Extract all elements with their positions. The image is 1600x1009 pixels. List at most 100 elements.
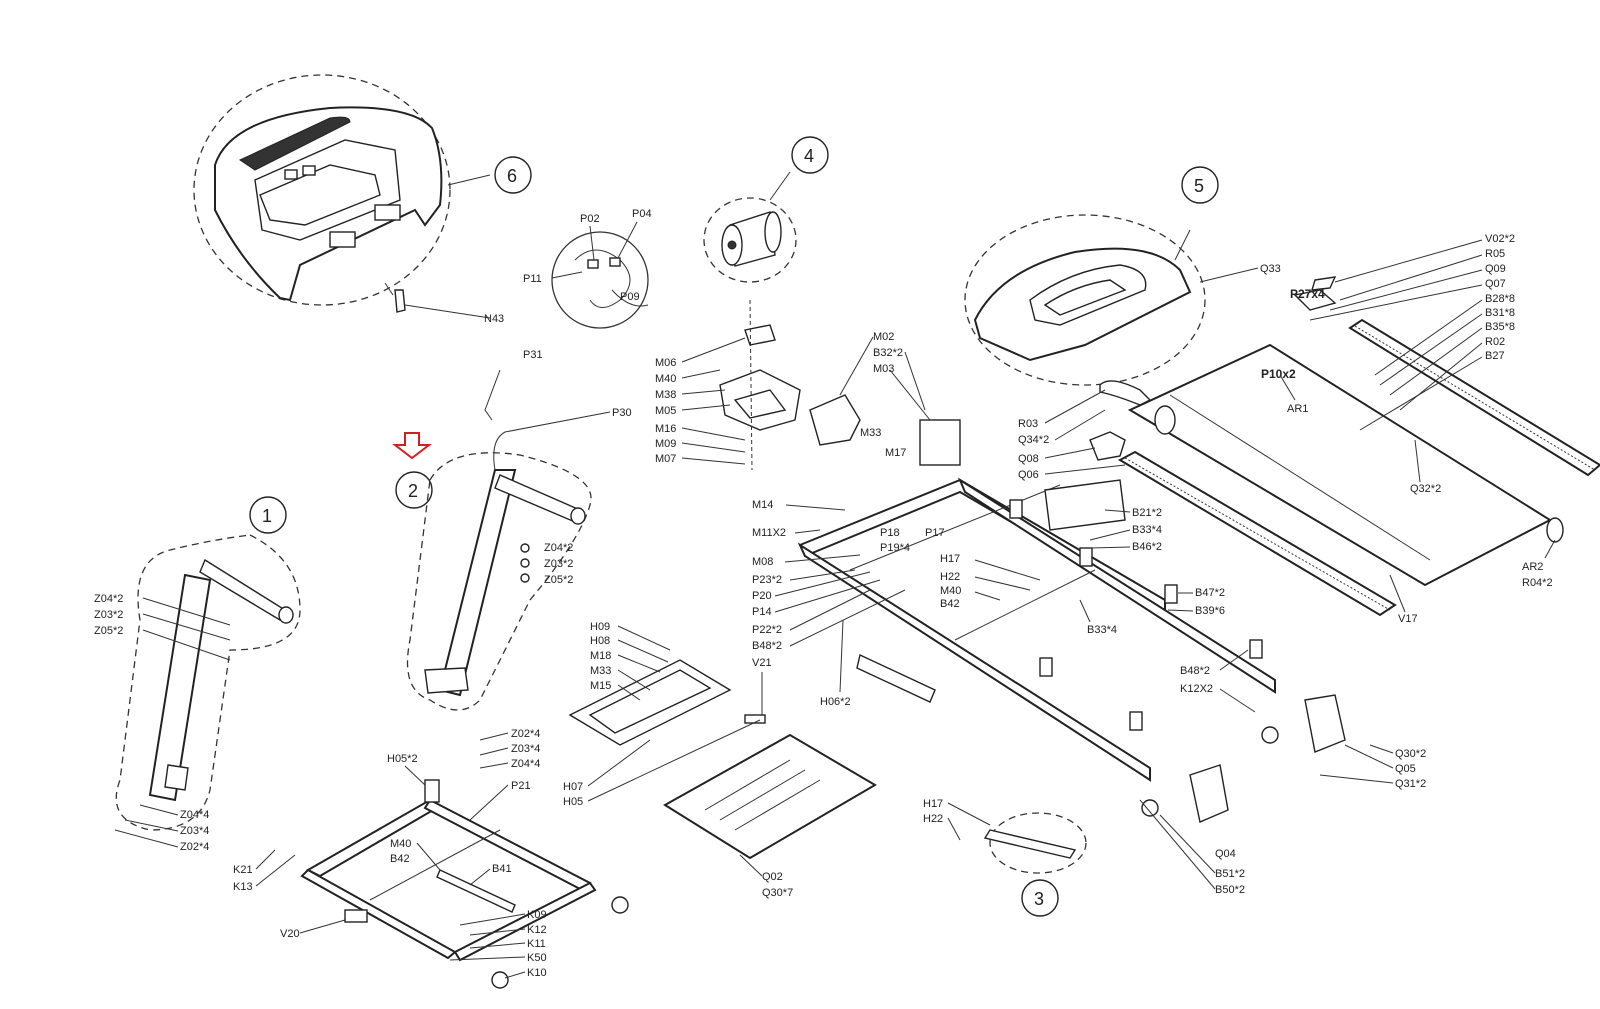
label-m38: M38 <box>655 389 676 401</box>
label-m14: M14 <box>752 499 773 511</box>
assembly-number-2-text: 2 <box>408 481 418 501</box>
label-z03-a1-bottom: Z03*4 <box>180 825 209 837</box>
label-r05: R05 <box>1485 248 1505 260</box>
label-m40: M40 <box>655 373 676 385</box>
label-k09: K09 <box>527 909 547 921</box>
label-b41: B41 <box>492 863 512 875</box>
label-m06: M06 <box>655 357 676 369</box>
motor-cover-assembly: 5 Q33 <box>964 166 1281 386</box>
label-b48-left: B48*2 <box>752 640 782 652</box>
label-h17-lift: H17 <box>923 798 943 810</box>
label-m03: M03 <box>873 363 894 375</box>
label-r04: R04*2 <box>1522 577 1553 589</box>
label-m05: M05 <box>655 405 676 417</box>
label-b33-upper: B33*4 <box>1132 524 1162 536</box>
label-m15: M15 <box>590 680 611 692</box>
label-p20: P20 <box>752 590 772 602</box>
label-q04: Q04 <box>1215 848 1236 860</box>
assembly-number-3-text: 3 <box>1034 889 1044 909</box>
upright-assembly-1: 1 Z04*2 Z03*2 Z05*2 Z04*4 Z03*4 Z02*4 <box>94 496 301 853</box>
label-v17: V17 <box>1398 613 1418 625</box>
label-h06: H06*2 <box>820 696 851 708</box>
label-p17: P17 <box>925 527 945 539</box>
assembly-number-2 <box>395 471 433 509</box>
label-b35: B35*8 <box>1485 321 1515 333</box>
label-k50: K50 <box>527 952 547 964</box>
belt-parts: R03 Q34*2 Q08 Q06 <box>1018 380 1152 481</box>
label-ar1: AR1 <box>1287 403 1308 415</box>
console-assembly: 6 N43 <box>193 74 532 325</box>
label-r03: R03 <box>1018 418 1038 430</box>
label-q06: Q06 <box>1018 469 1039 481</box>
label-p14: P14 <box>752 606 772 618</box>
end-caps: Q04 B51*2 B50*2 Q30*2 Q05 Q31*2 <box>1139 694 1426 896</box>
label-b28: B28*8 <box>1485 293 1515 305</box>
label-m17: M17 <box>885 447 906 459</box>
label-h17-frame: H17 <box>940 553 960 565</box>
label-k11: K11 <box>527 938 546 950</box>
highlight-arrow-icon <box>392 432 432 460</box>
label-q09: Q09 <box>1485 263 1506 275</box>
label-z04-base: Z04*4 <box>511 758 540 770</box>
label-b33-lower: B33*4 <box>1087 624 1117 636</box>
label-p27: P27x4 <box>1290 287 1325 301</box>
label-b27: B27 <box>1485 350 1505 362</box>
label-q07: Q07 <box>1485 278 1506 290</box>
motor-bracket: M06 M40 M38 M05 M16 M09 M07 <box>655 299 801 471</box>
assembly-number-5 <box>1181 166 1219 204</box>
label-z04-a1: Z04*2 <box>94 593 123 605</box>
label-z02-base: Z02*4 <box>511 728 540 740</box>
label-p19: P19*4 <box>880 542 910 554</box>
label-b42-frame: B42 <box>940 598 960 610</box>
label-h22-lift: H22 <box>923 813 943 825</box>
deck-assembly: V02*2 R05 Q09 Q07 B28*8 B31*8 B35*8 R02 … <box>1117 233 1600 625</box>
main-frame: M14 M11X2 M08 P23*2 P20 P14 P22*2 B48*2 … <box>744 477 1279 817</box>
label-p09: P09 <box>620 291 640 303</box>
controller-parts: M02 B32*2 M03 M33 M17 <box>809 331 961 466</box>
label-m16: M16 <box>655 423 676 435</box>
assembly-number-1 <box>249 496 287 534</box>
label-r02: R02 <box>1485 336 1505 348</box>
label-z04-a2: Z04*2 <box>544 542 573 554</box>
label-k13: K13 <box>233 881 253 893</box>
label-m07: M07 <box>655 453 676 465</box>
label-h09: H09 <box>590 621 610 633</box>
label-m02: M02 <box>873 331 894 343</box>
label-q32: Q32*2 <box>1410 483 1441 495</box>
label-p02: P02 <box>580 213 600 225</box>
label-p18: P18 <box>880 527 900 539</box>
label-z05-a2: Z05*2 <box>544 574 573 586</box>
label-m33-bracket: M33 <box>590 665 611 677</box>
label-p31: P31 <box>523 349 543 361</box>
label-b46: B46*2 <box>1132 541 1162 553</box>
label-m33: M33 <box>860 427 881 439</box>
assembly-number-3 <box>1021 879 1059 917</box>
label-p21: P21 <box>511 780 531 792</box>
label-b50: B50*2 <box>1215 884 1245 896</box>
label-q05: Q05 <box>1395 763 1416 775</box>
label-q08: Q08 <box>1018 453 1039 465</box>
label-k12x2: K12X2 <box>1180 683 1213 695</box>
label-z03-a1: Z03*2 <box>94 609 123 621</box>
label-h22-frame: H22 <box>940 571 960 583</box>
label-v21: V21 <box>752 657 772 669</box>
label-q02: Q02 <box>762 871 783 883</box>
label-h07: H07 <box>563 781 583 793</box>
label-p11: P11 <box>523 273 542 285</box>
label-p04: P04 <box>632 208 652 220</box>
label-m40-frame: M40 <box>940 585 961 597</box>
label-b42-base: B42 <box>390 853 410 865</box>
label-k21: K21 <box>233 864 253 876</box>
label-b32: B32*2 <box>873 347 903 359</box>
roller-assembly: 4 <box>703 136 829 283</box>
label-q30-right: Q30*2 <box>1395 748 1426 760</box>
label-ar2: AR2 <box>1522 561 1543 573</box>
label-q30-tray: Q30*7 <box>762 887 793 899</box>
label-m08: M08 <box>752 556 773 568</box>
lift-assembly: H17 H22 3 <box>923 798 1087 917</box>
base-frame: Z02*4 Z03*4 Z04*4 P21 H05*2 M40 B42 B41 … <box>233 728 629 989</box>
label-p30: P30 <box>612 407 632 419</box>
label-p10: P10x2 <box>1261 367 1296 381</box>
upright-assembly-2: 2 Z04*2 Z03*2 Z05*2 P31 P30 <box>392 349 632 711</box>
